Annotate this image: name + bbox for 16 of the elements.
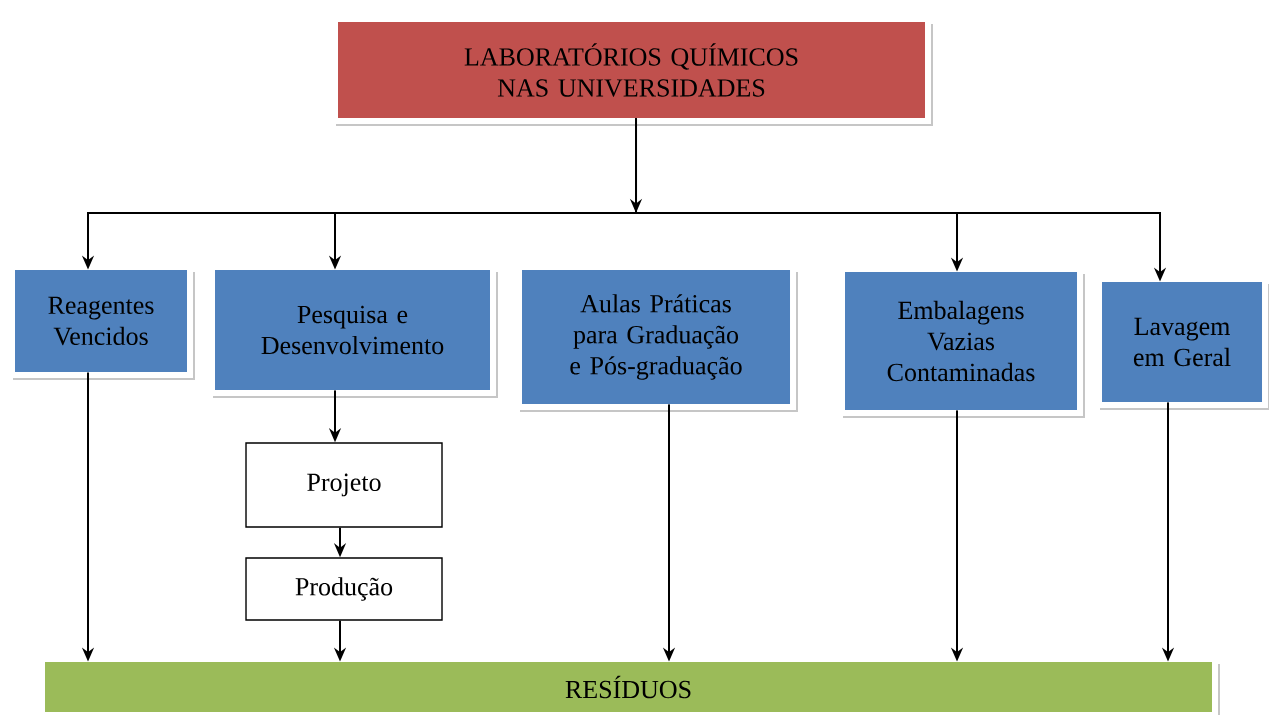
node-label: RESÍDUOS <box>565 675 691 699</box>
process-box: Reagentes Vencidos <box>9 264 195 380</box>
process-box: Aulas Práticas para Graduação e Pós-graduação <box>516 264 798 412</box>
node-label: LABORATÓRIOS QUÍMICOS NAS UNIVERSIDADES <box>464 43 798 97</box>
result-bar: RESÍDUOS <box>39 656 1220 715</box>
node-label: Pesquisa e Desenvolvimento <box>261 305 444 355</box>
node-label: Reagentes Vencidos <box>48 296 154 346</box>
process-box: Lavagem em Geral <box>1096 276 1269 410</box>
process-box: Embalagens Vazias Contaminadas <box>839 266 1085 418</box>
process-box: Projeto <box>245 442 443 528</box>
node-label: Aulas Práticas para Graduação e Pós-graduação <box>570 294 742 380</box>
process-box: Pesquisa e Desenvolvimento <box>209 264 498 398</box>
process-box: Produção <box>245 557 443 621</box>
node-label: Embalagens Vazias Contaminadas <box>887 300 1035 382</box>
title-box: LABORATÓRIOS QUÍMICOS NAS UNIVERSIDADES <box>332 16 933 126</box>
node-label: Lavagem em Geral <box>1133 317 1231 367</box>
